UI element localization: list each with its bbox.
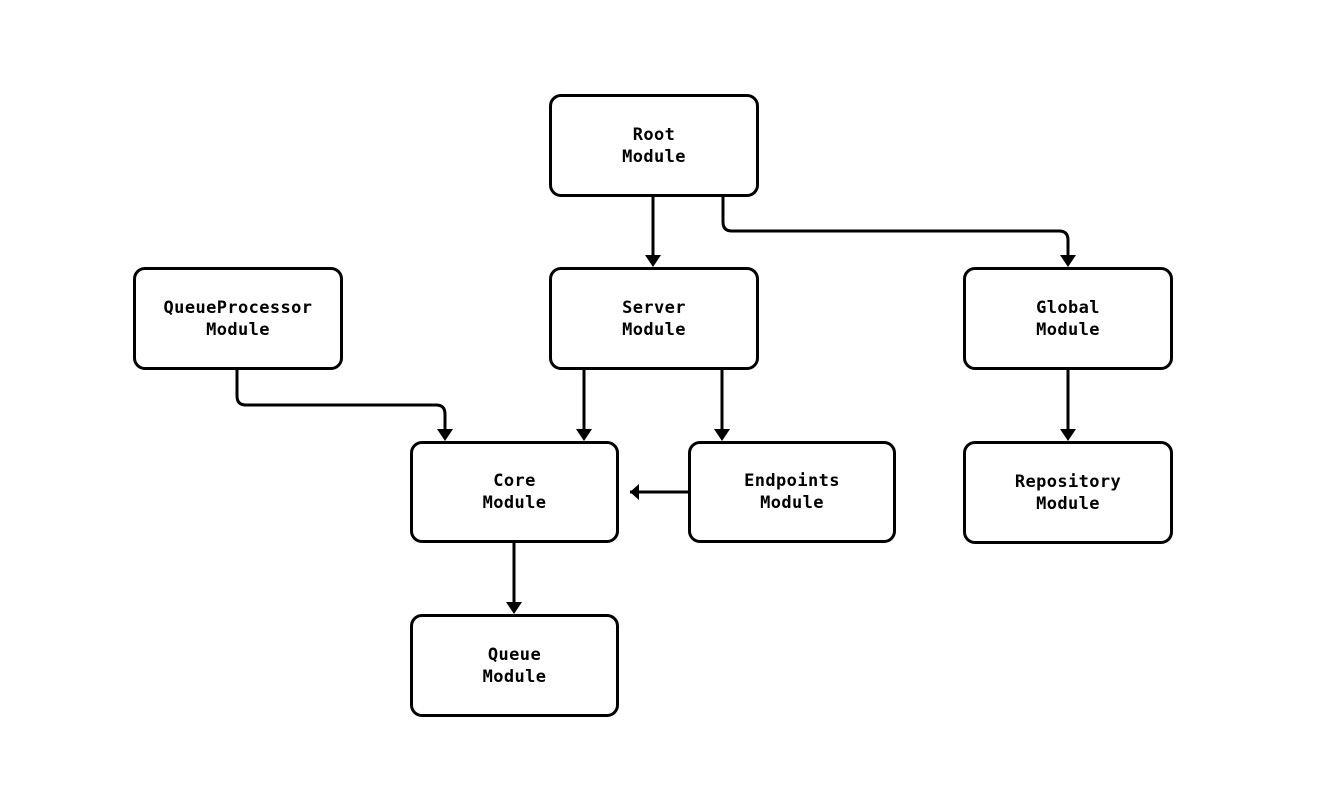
arrowhead-endpoints-to-core — [630, 484, 639, 500]
node-label: Server Module — [622, 297, 686, 340]
node-root-module[interactable]: Root Module — [549, 94, 759, 197]
arrowhead-global-to-repository — [1060, 429, 1076, 441]
node-label: Queue Module — [482, 644, 547, 687]
arrowhead-core-to-queue — [506, 602, 522, 614]
node-label: Endpoints Module — [744, 471, 840, 513]
arrowhead-root-to-server — [645, 255, 661, 267]
node-endpoints-module[interactable]: Endpoints Module — [688, 441, 896, 543]
node-label: QueueProcessor Module — [163, 297, 313, 340]
node-queue-module[interactable]: Queue Module — [410, 614, 619, 717]
node-global-module[interactable]: Global Module — [963, 267, 1173, 370]
arrowhead-root-to-global — [1060, 255, 1076, 267]
edge-root-to-global — [721, 197, 1070, 256]
node-label: Repository Module — [1014, 471, 1122, 514]
node-server-module[interactable]: Server Module — [549, 267, 759, 370]
node-label: Global Module — [1036, 297, 1100, 340]
node-repository-module[interactable]: Repository Module — [963, 441, 1173, 544]
edge-queueprocessor-to-core — [235, 370, 447, 430]
node-label: Core Module — [482, 471, 547, 513]
node-core-module[interactable]: Core Module — [410, 441, 619, 543]
arrowhead-server-to-endpoints — [714, 429, 730, 441]
node-queueprocessor-module[interactable]: QueueProcessor Module — [133, 267, 343, 370]
arrowhead-queueprocessor-to-core — [437, 429, 453, 441]
arrowhead-server-to-core — [576, 429, 592, 441]
node-label: Root Module — [622, 124, 686, 167]
